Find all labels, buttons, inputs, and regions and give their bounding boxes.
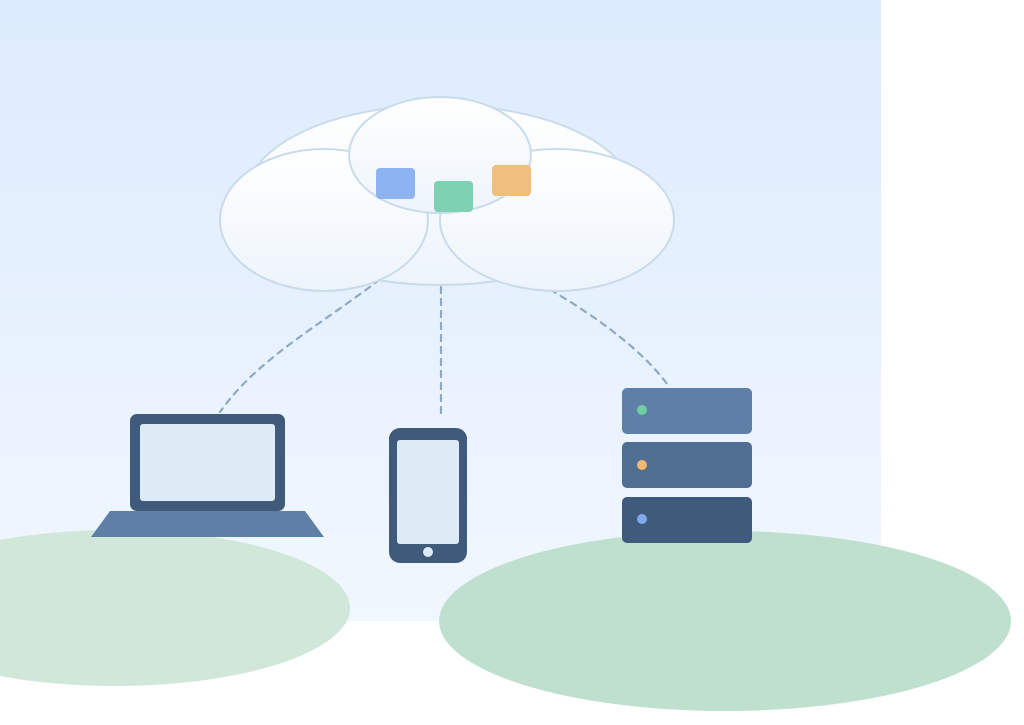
laptop-screen: [140, 424, 275, 501]
server-led-top: [637, 405, 647, 415]
ground-left: [0, 530, 350, 686]
phone-icon: [389, 428, 467, 563]
server-unit-bottom: [622, 497, 752, 543]
server-unit-top: [622, 388, 752, 434]
cloud-data-tiles: [376, 165, 531, 212]
phone-home-button: [423, 547, 433, 557]
green-data-tile: [434, 181, 473, 212]
laptop-base: [91, 511, 324, 537]
server-led-middle: [637, 460, 647, 470]
ground-right: [439, 531, 1011, 711]
server-led-bottom: [637, 514, 647, 524]
server-unit-middle: [622, 442, 752, 488]
orange-data-tile: [492, 165, 531, 196]
server-stack-icon: [622, 388, 752, 543]
blue-data-tile: [376, 168, 415, 199]
phone-screen: [397, 440, 459, 544]
connector-laptop: [218, 270, 391, 414]
laptop-icon: [91, 414, 324, 537]
